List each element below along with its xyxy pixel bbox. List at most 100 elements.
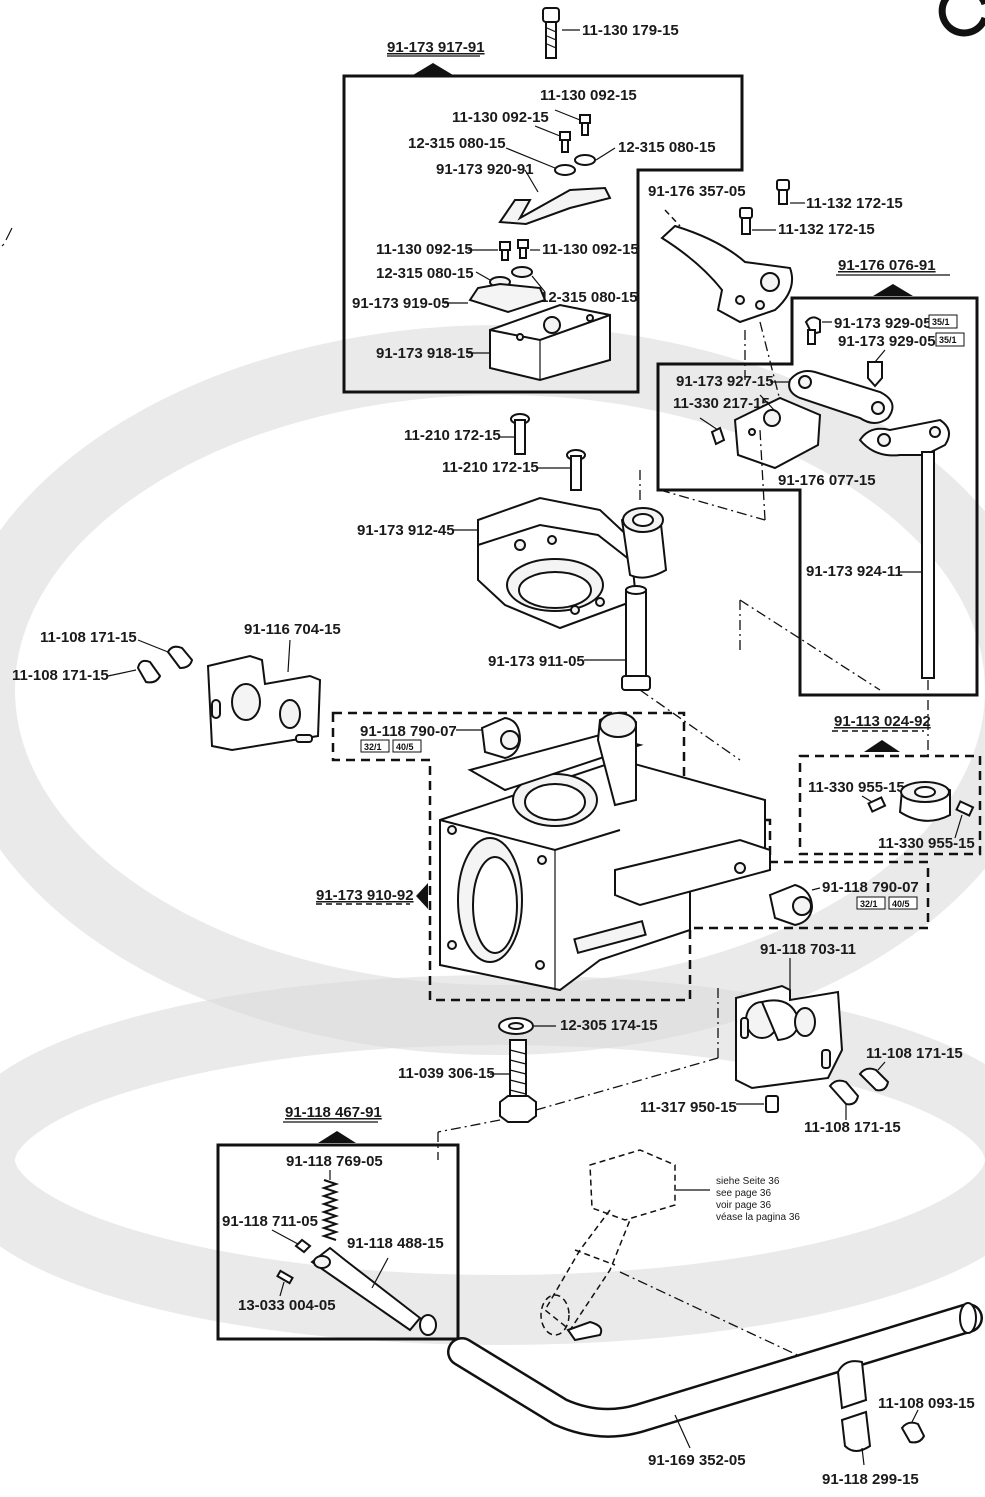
stud-039 (437, 985, 719, 1160)
label-91-118-703-11: 91-118 703-11 (760, 941, 856, 958)
label-11-108-093-15: 11-108 093-15 (878, 1395, 975, 1412)
note-see-page-fr: voir page 36 (716, 1200, 771, 1211)
tag-40-5-b-text: 40/5 (892, 899, 910, 909)
label-91-173-911-05: 91-173 911-05 (488, 653, 585, 670)
label-91-118-488-15: 91-118 488-15 (347, 1235, 444, 1252)
label-91-176-077-15: 91-176 077-15 (778, 472, 876, 489)
label-11-132-172-15-a: 11-132 172-15 (806, 195, 903, 212)
lever-077 (699, 370, 950, 760)
label-12-315-080-15-a: 12-315 080-15 (408, 135, 506, 152)
block-918 (444, 239, 611, 382)
assembly-box-076 (656, 296, 979, 697)
note-see-page-es: véase la pagina 36 (716, 1212, 800, 1223)
tag-32-1-b (856, 896, 886, 910)
label-91-173-918-15: 91-173 918-15 (376, 345, 474, 362)
tag-40-5-b (888, 896, 918, 910)
housing-912 (452, 496, 668, 630)
label-12-315-080-15-d: 12-315 080-15 (540, 289, 638, 306)
plate-704 (107, 639, 322, 752)
assembly-marker (318, 1131, 356, 1143)
stray-mark (1, 227, 13, 247)
label-91-118-769-05: 91-118 769-05 (286, 1153, 383, 1170)
setscrew-317 (736, 1095, 779, 1113)
label-11-210-172-15-b: 11-210 172-15 (442, 459, 539, 476)
linkage-ghost (540, 1149, 841, 1376)
label-12-315-080-15-c: 12-315 080-15 (376, 265, 474, 282)
label-11-039-306-15: 11-039 306-15 (398, 1065, 495, 1082)
assembly-marker (864, 740, 900, 752)
label-11-132-172-15-b: 11-132 172-15 (778, 221, 875, 238)
label-11-130-179-15: 11-130 179-15 (582, 22, 679, 39)
tag-35-1-b-text: 35/1 (939, 335, 957, 345)
frame-910 (439, 712, 771, 992)
plunger-488 (271, 1170, 437, 1336)
note-see-page-de: siehe Seite 36 (716, 1176, 780, 1187)
label-11-130-092-15-b: 11-130 092-15 (452, 109, 549, 126)
label-13-033-004-05: 13-033 004-05 (238, 1297, 336, 1314)
assembly-marker (873, 284, 913, 296)
plate-703 (735, 958, 844, 1090)
assembly-label-467-91: 91-118 467-91 (285, 1104, 382, 1121)
label-91-169-352-05: 91-169 352-05 (648, 1452, 746, 1469)
label-11-108-171-15-c: 11-108 171-15 (866, 1045, 963, 1062)
assembly-label-024-92: 91-113 024-92 (834, 713, 931, 730)
tag-35-1-a-text: 35/1 (932, 317, 950, 327)
assembly-label-917-91: 91-173 917-91 (387, 39, 485, 56)
tag-32-1-b-text: 32/1 (860, 899, 878, 909)
tag-35-1-a (928, 314, 958, 329)
label-11-330-955-15-a: 11-330 955-15 (808, 779, 905, 796)
screws-210 (500, 413, 586, 491)
assembly-marker (413, 63, 453, 75)
clamp-299 (836, 1360, 926, 1466)
label-11-130-092-15-d: 11-130 092-15 (542, 241, 639, 258)
assembly-label-910-92: 91-173 910-92 (316, 887, 414, 904)
label-91-118-790-07-a: 91-118 790-07 (360, 723, 457, 740)
label-91-173-927-15: 91-173 927-15 (676, 373, 774, 390)
leader-dash (659, 489, 766, 521)
label-11-108-171-15-b: 11-108 171-15 (12, 667, 109, 684)
label-91-118-299-15: 91-118 299-15 (822, 1471, 919, 1488)
label-91-173-929-05-b: 91-173 929-05 (838, 333, 936, 350)
label-11-330-955-15-b: 11-330 955-15 (878, 835, 975, 852)
bushing-790-a (456, 716, 522, 760)
note-see-page-en: see page 36 (716, 1188, 771, 1199)
bushing-790-b (768, 883, 821, 927)
assembly-marker (416, 883, 428, 909)
label-91-118-790-07-b: 91-118 790-07 (822, 879, 919, 896)
assembly-box-467 (216, 1143, 460, 1341)
tag-32-1-a (360, 739, 390, 753)
pins-929 (804, 316, 886, 388)
label-91-173-920-91: 91-173 920-91 (436, 161, 534, 178)
label-91-173-924-11: 91-173 924-11 (806, 563, 903, 580)
label-91-176-357-05: 91-176 357-05 (648, 183, 746, 200)
label-11-330-217-15: 11-330 217-15 (673, 395, 770, 412)
label-11-210-172-15-a: 11-210 172-15 (404, 427, 501, 444)
page-number-fragment (938, 0, 985, 37)
label-12-315-080-15-b: 12-315 080-15 (618, 139, 716, 156)
label-11-108-171-15-a: 11-108 171-15 (40, 629, 137, 646)
tag-40-5-a (392, 739, 422, 753)
pin-911 (584, 585, 881, 761)
screw-179 (542, 7, 580, 59)
tag-40-5-a-text: 40/5 (396, 742, 414, 752)
bracket-920 (498, 109, 616, 226)
label-91-116-704-15: 91-116 704-15 (244, 621, 341, 638)
label-91-118-711-05: 91-118 711-05 (222, 1213, 318, 1230)
label-91-173-929-05-a: 91-173 929-05 (834, 315, 932, 332)
label-11-108-171-15-d: 11-108 171-15 (804, 1119, 901, 1136)
bar-352 (447, 1302, 983, 1449)
washer-305 (498, 1017, 556, 1035)
tag-32-1-a-text: 32/1 (364, 742, 382, 752)
assembly-box-024 (798, 754, 982, 856)
label-11-130-092-15-a: 11-130 092-15 (540, 87, 637, 104)
label-12-305-174-15: 12-305 174-15 (560, 1017, 658, 1034)
label-11-130-092-15-c: 11-130 092-15 (376, 241, 473, 258)
label-11-317-950-15: 11-317 950-15 (640, 1099, 737, 1116)
label-91-173-912-45: 91-173 912-45 (357, 522, 455, 539)
label-91-173-919-05: 91-173 919-05 (352, 295, 450, 312)
assembly-label-076-91: 91-176 076-91 (838, 257, 936, 274)
collar-024 (861, 781, 975, 839)
screws-108-right (828, 1061, 890, 1120)
tag-35-1-b (935, 332, 965, 347)
